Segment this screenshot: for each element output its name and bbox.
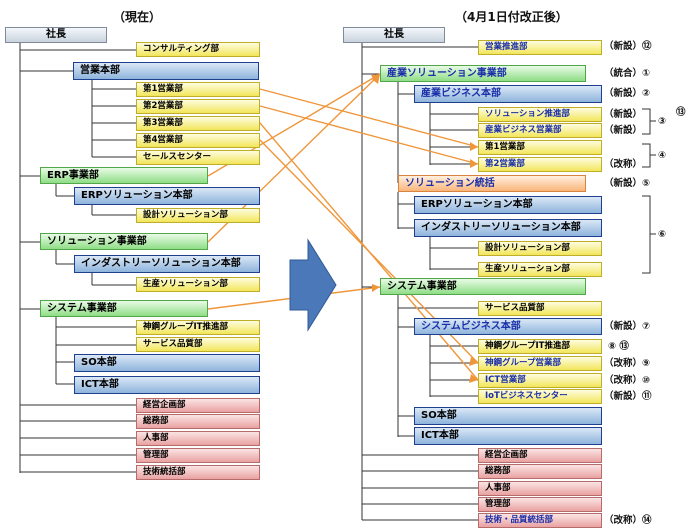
- org-box-after-kobelco-it: 神鋼グループIT推進部: [478, 339, 602, 354]
- note-12: （新設）⑫: [604, 41, 652, 52]
- note-4b: （改称）: [604, 159, 643, 170]
- org-box-sales3: 第3営業部: [136, 116, 260, 131]
- org-box-general-affairs: 総務部: [136, 414, 260, 429]
- left-tree-lines: [19, 43, 136, 473]
- org-box-industry-biz-sales: 産業ビジネス営業部: [478, 123, 602, 138]
- org-box-hr: 人事部: [136, 431, 260, 446]
- org-box-so-hq: SO本部: [74, 354, 260, 372]
- org-box-sol-promo: ソリューション推進部: [478, 107, 602, 122]
- org-box-sales4: 第4営業部: [136, 133, 260, 148]
- header-after: （4月1日付改正後）: [455, 10, 568, 24]
- note-3: ③: [658, 116, 667, 127]
- org-box-after-service-quality: サービス品質部: [478, 301, 602, 316]
- note-3a: （新設）: [604, 109, 643, 120]
- note-8: ⑧ ⑬: [608, 341, 629, 352]
- header-current: （現在）: [113, 10, 162, 24]
- org-box-industry-sol-div: 産業ソリューション事業部: [380, 65, 586, 82]
- org-box-system-div: システム事業部: [40, 300, 208, 317]
- org-box-after-sales1: 第1営業部: [478, 140, 602, 155]
- note-9: （改称）⑨: [604, 358, 651, 369]
- org-box-tech-quality: 技術・品質統括部: [478, 513, 602, 528]
- org-box-system-biz-hq: システムビジネス本部: [414, 318, 602, 335]
- note-1: （統合）①: [604, 68, 651, 79]
- org-box-ict-hq: ICT本部: [74, 376, 260, 394]
- org-box-after-admin: 管理部: [478, 497, 602, 512]
- org-box-after-erp-hq: ERPソリューション本部: [414, 196, 602, 214]
- org-box-consulting: コンサルティング部: [136, 42, 260, 57]
- org-box-iot-center: IoTビジネスセンター: [478, 389, 602, 404]
- org-box-after-design-sol: 設計ソリューション部: [478, 241, 602, 256]
- org-box-erp-div: ERP事業部: [40, 167, 208, 184]
- org-box-after-industry-hq: インダストリーソリューション本部: [414, 219, 602, 237]
- note-5: （新設）⑤: [604, 178, 651, 189]
- note-2: （新設）②: [604, 88, 651, 99]
- org-box-after-system-div: システム事業部: [380, 278, 586, 295]
- note-6: ⑥: [658, 229, 667, 240]
- org-box-sales2: 第2営業部: [136, 99, 260, 114]
- mapping-arrowheads: [371, 74, 478, 383]
- note-14: （改称）⑭: [604, 515, 652, 526]
- org-box-kobelco-sales: 神鋼グループ営業部: [478, 356, 602, 371]
- org-box-sales-promo: 営業推進部: [478, 40, 602, 55]
- org-box-service-quality: サービス品質部: [136, 337, 260, 352]
- org-box-erp-hq: ERPソリューション本部: [74, 187, 260, 205]
- org-box-sales-hq: 営業本部: [73, 62, 259, 80]
- org-box-mgmt-planning: 経営企画部: [136, 398, 260, 413]
- org-box-after-hr: 人事部: [478, 481, 602, 496]
- note-4: ④: [658, 150, 667, 161]
- org-box-ict-sales: ICT営業部: [478, 373, 602, 388]
- note-13a: ⑬: [676, 107, 686, 118]
- note-3b: （新設）: [604, 125, 643, 136]
- org-box-industry-hq: インダストリーソリューション本部: [74, 255, 260, 273]
- org-box-admin: 管理部: [136, 448, 260, 463]
- org-box-prod-sol: 生産ソリューション部: [136, 277, 260, 292]
- org-box-after-general-affairs: 総務部: [478, 464, 602, 479]
- org-box-tech-control: 技術統括部: [136, 465, 260, 480]
- org-box-sol-div: ソリューション事業部: [40, 233, 208, 250]
- org-box-industry-biz-hq: 産業ビジネス本部: [414, 85, 602, 103]
- org-box-after-mgmt-planning: 経営企画部: [478, 448, 602, 463]
- note-7: （新設）⑦: [604, 321, 651, 332]
- note-10: （改称）⑩: [604, 375, 651, 386]
- org-box-after-ict-hq: ICT本部: [414, 427, 602, 445]
- transition-arrow-icon: [289, 238, 337, 332]
- org-box-after-so-hq: SO本部: [414, 407, 602, 425]
- org-box-kobelco-it: 神鋼グループIT推進部: [136, 320, 260, 335]
- org-box-after-sales2: 第2営業部: [478, 157, 602, 172]
- org-box-after-president: 社長: [343, 27, 445, 43]
- org-box-design-sol: 設計ソリューション部: [136, 208, 260, 223]
- org-box-sales1: 第1営業部: [136, 82, 260, 97]
- org-box-sales-center: セールスセンター: [136, 150, 260, 165]
- org-box-after-prod-sol: 生産ソリューション部: [478, 262, 602, 277]
- note-11: （新設）⑪: [604, 391, 652, 402]
- org-box-president: 社長: [5, 27, 107, 43]
- org-box-sol-control: ソリューション統括: [398, 175, 586, 192]
